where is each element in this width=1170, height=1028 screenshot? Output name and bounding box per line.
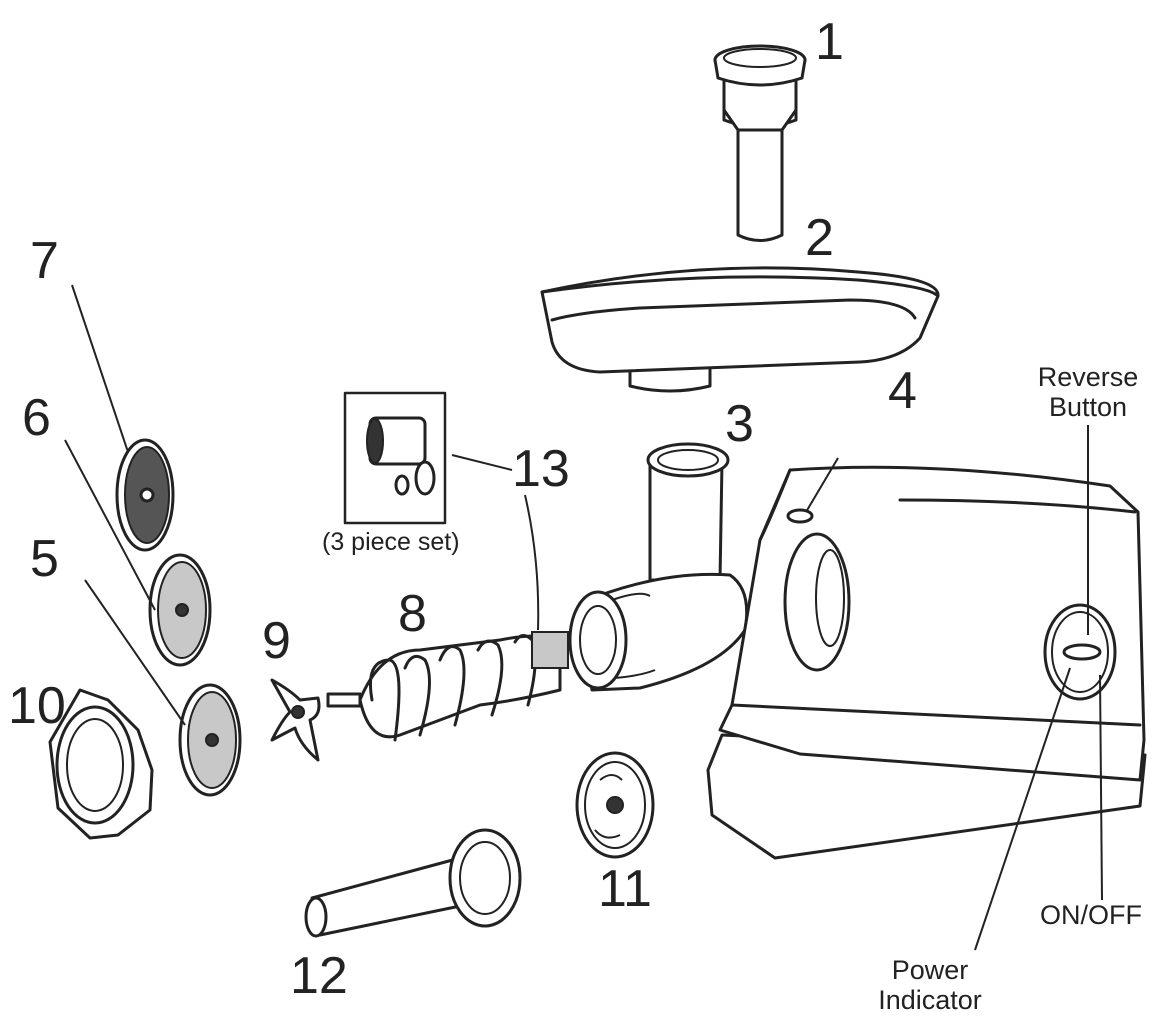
leader-line-6 — [64, 439, 156, 611]
reverse-callout-line2: Button — [1048, 392, 1128, 423]
power-callout-line2: Indicator — [878, 985, 982, 1016]
reverse-callout-line1: Reverse — [1037, 362, 1139, 392]
part-label-6: 6 — [22, 389, 51, 447]
head-housing-drawing — [568, 442, 749, 692]
part-label-10: 10 — [8, 677, 66, 735]
inset-box-drawing — [343, 391, 540, 631]
part-label-4: 4 — [888, 362, 917, 420]
part-label-3: 3 — [725, 395, 754, 453]
part-label-8: 8 — [398, 585, 427, 643]
ring-nut-drawing — [48, 688, 154, 840]
auger-drawing — [326, 631, 569, 742]
reverse-button-callout: Reverse Button — [1028, 362, 1148, 422]
fine-plate-drawing — [178, 683, 242, 797]
leader-line-5 — [84, 579, 186, 726]
medium-plate-drawing — [148, 553, 212, 667]
part-label-12: 12 — [290, 947, 348, 1005]
coarse-plate-drawing — [115, 438, 175, 552]
onoff-callout: ON/OFF — [1040, 900, 1142, 930]
power-indicator-callout: Power Indicator — [860, 955, 1000, 1015]
part-label-9: 9 — [262, 612, 291, 670]
part-label-1: 1 — [815, 13, 844, 71]
cross-blade-drawing — [270, 678, 321, 762]
meat-tray-drawing — [540, 266, 940, 393]
sausage-tube-drawing — [304, 828, 522, 938]
inset-caption: (3 piece set) — [322, 528, 460, 556]
part-label-7: 7 — [30, 232, 59, 290]
motor-housing-drawing — [706, 425, 1147, 951]
power-callout-line1: Power — [891, 955, 969, 985]
part-label-11: 11 — [598, 860, 652, 918]
part-label-13: 13 — [512, 440, 570, 498]
part-label-5: 5 — [30, 530, 59, 588]
part-label-2: 2 — [805, 209, 834, 267]
leader-line-7 — [71, 284, 129, 453]
kibbe-plate-drawing — [575, 751, 655, 859]
food-pusher-drawing — [713, 44, 807, 242]
